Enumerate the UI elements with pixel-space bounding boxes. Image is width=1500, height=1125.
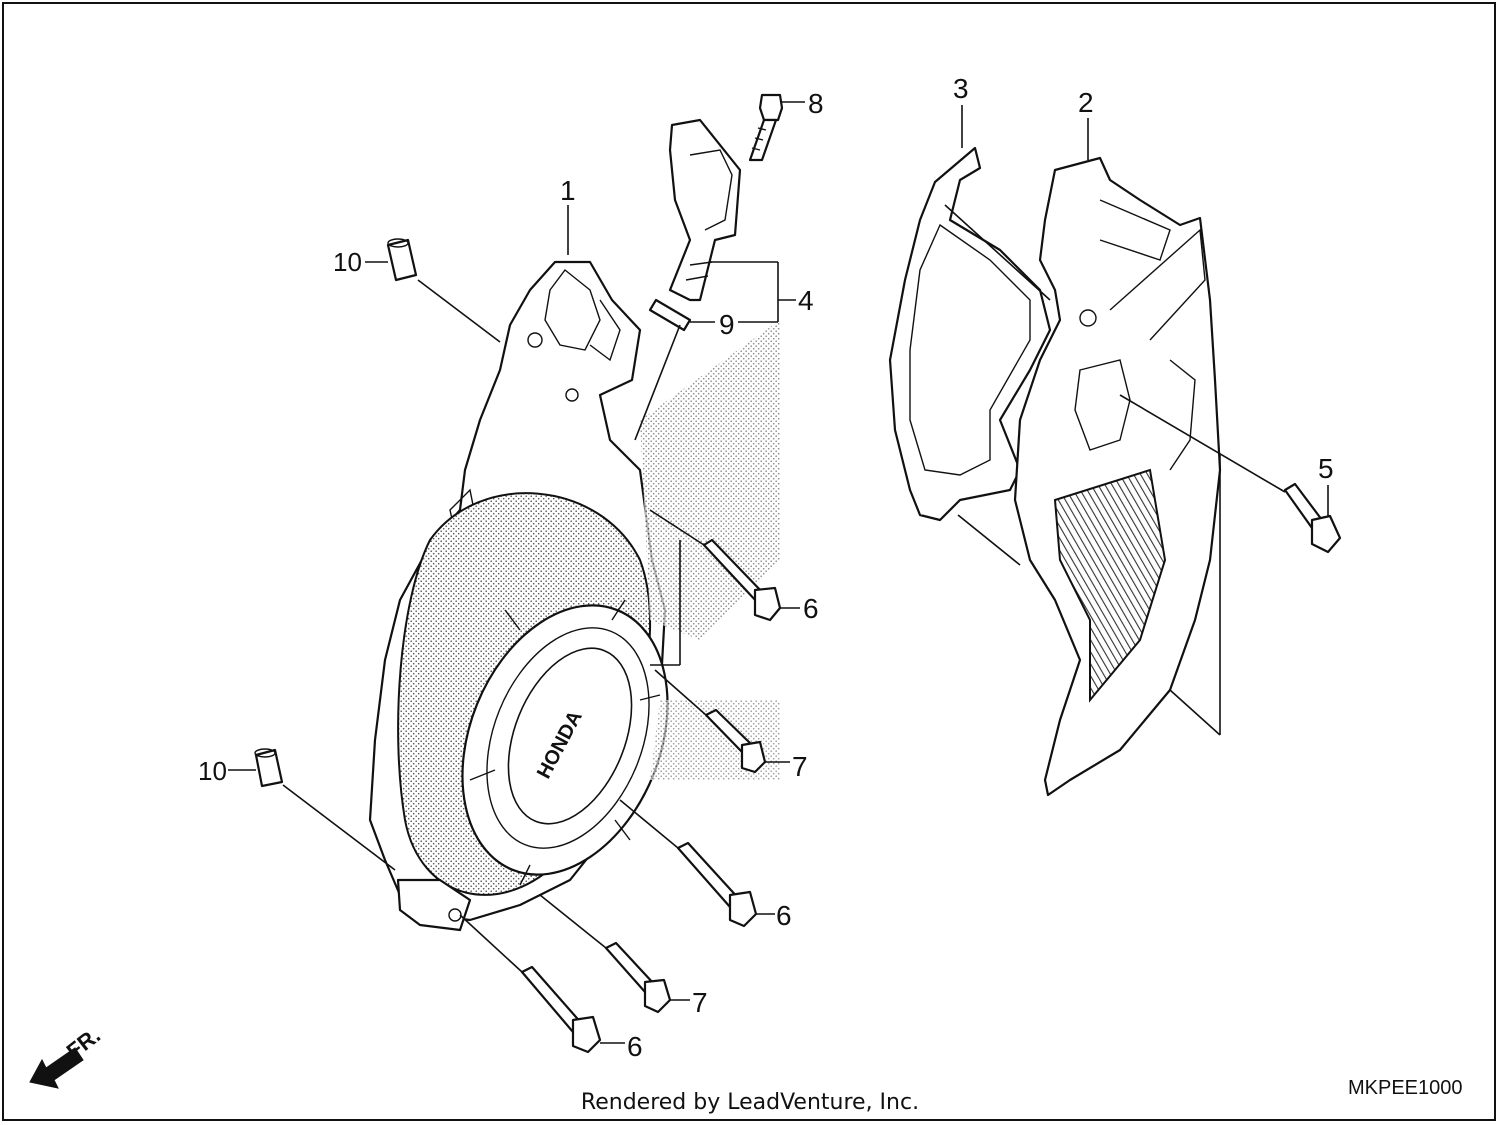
callout-6-mid: 6 xyxy=(776,900,792,931)
callout-3: 3 xyxy=(953,73,969,104)
callout-9: 9 xyxy=(719,309,735,340)
callout-4: 4 xyxy=(798,285,814,316)
bolt-5 xyxy=(1283,482,1342,554)
diagram-code: MKPEE1000 xyxy=(1348,1077,1463,1099)
bolt-7-lower xyxy=(604,941,672,1014)
guard-2 xyxy=(1013,156,1222,797)
callout-6-upper: 6 xyxy=(803,593,819,624)
callout-2: 2 xyxy=(1078,87,1094,118)
bolt-6-mid xyxy=(676,841,758,928)
callout-10-upper: 10 xyxy=(333,247,362,277)
callout-5: 5 xyxy=(1318,453,1334,484)
callout-7-lower: 7 xyxy=(692,987,708,1018)
callout-6-lower: 6 xyxy=(627,1031,643,1062)
bolt-6-lower xyxy=(520,965,602,1054)
callout-8: 8 xyxy=(808,88,824,119)
leader-lines xyxy=(228,105,1329,1044)
callout-1: 1 xyxy=(560,175,576,206)
callout-10-lower: 10 xyxy=(198,756,227,786)
bolt-8 xyxy=(748,93,805,162)
bolt-7-upper xyxy=(704,708,767,774)
front-direction-arrow: FR. xyxy=(29,1022,105,1089)
dowel-10-lower xyxy=(254,748,284,788)
sensor-4 xyxy=(648,118,742,332)
render-credit: Rendered by LeadVenture, Inc. xyxy=(580,1090,920,1115)
callout-7-upper: 7 xyxy=(792,751,808,782)
bolt-6-upper xyxy=(702,538,782,622)
dowel-10-upper xyxy=(386,238,418,282)
callout-labels: 1 2 3 4 5 6 7 6 7 6 8 9 10 10 xyxy=(198,73,1334,1062)
